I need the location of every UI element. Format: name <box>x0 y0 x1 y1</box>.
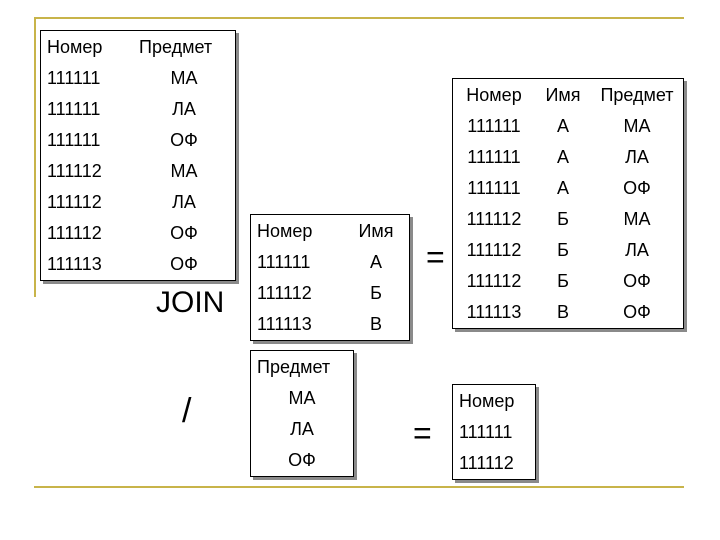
table-cell: А <box>556 116 569 136</box>
table-cell: МА <box>170 161 198 181</box>
table-header-row: Номер Предмет <box>41 31 236 64</box>
join-result-table: Номер Имя Предмет 111111 А МА 111111 А Л… <box>452 78 684 329</box>
table-row: 111111 А ЛА <box>453 142 684 173</box>
equals-sign: = <box>426 239 445 275</box>
table-cell: МА <box>623 209 651 229</box>
table-header-row: Номер <box>453 385 536 418</box>
table-row: ОФ <box>251 445 354 477</box>
table-cell: 111111 <box>467 116 521 136</box>
table-cell: 111113 <box>257 314 312 334</box>
table-row: 111112 Б <box>251 278 410 309</box>
table-cell: 111112 <box>47 192 102 212</box>
table-cell: А <box>556 147 569 167</box>
table-cell: 111112 <box>459 453 514 473</box>
table-row: 111112 <box>453 448 536 480</box>
table-cell: ОФ <box>623 271 651 291</box>
table-cell: ЛА <box>172 99 196 119</box>
division-operator-label: / <box>182 392 192 430</box>
header-cell: Предмет <box>139 36 213 57</box>
table-cell: 111111 <box>467 147 521 167</box>
table-row: 111111 МА <box>41 63 236 94</box>
table-cell: 111112 <box>466 240 522 260</box>
table-cell: ЛА <box>625 240 649 260</box>
table-cell: 111113 <box>47 254 102 274</box>
table-cell: 111112 <box>257 283 312 303</box>
header-cell: Номер <box>459 390 515 411</box>
table-cell: 111112 <box>47 223 102 243</box>
table-row: 111113 В ОФ <box>453 297 684 329</box>
top-rule <box>34 17 684 19</box>
table-header-row: Предмет <box>251 351 354 384</box>
table-cell: Б <box>557 209 569 229</box>
table-cell: ОФ <box>170 254 198 274</box>
table-row: 111113 ОФ <box>41 249 236 281</box>
table-cell: 111112 <box>466 209 522 229</box>
table-row: 111111 А <box>251 247 410 278</box>
table-row: 111111 А МА <box>453 111 684 142</box>
table-cell: ОФ <box>288 450 316 470</box>
table-cell: ЛА <box>625 147 649 167</box>
students-names-table: Номер Имя 111111 А 111112 Б 111113 В <box>250 214 410 341</box>
header-cell: Номер <box>257 220 313 241</box>
left-rule <box>34 17 36 297</box>
table-row: 111112 Б МА <box>453 204 684 235</box>
header-cell: Имя <box>545 84 581 105</box>
table-row: 111112 МА <box>41 156 236 187</box>
subjects-table: Предмет МА ЛА ОФ <box>250 350 354 477</box>
table-cell: ЛА <box>172 192 196 212</box>
table-cell: А <box>556 178 569 198</box>
table-row: 111111 ЛА <box>41 94 236 125</box>
table-row: 111111 ОФ <box>41 125 236 156</box>
table-cell: В <box>369 314 382 334</box>
table-cell: 111111 <box>467 178 521 198</box>
table-cell: ЛА <box>290 419 314 439</box>
table-cell: 111113 <box>466 302 522 322</box>
header-cell: Номер <box>466 84 522 105</box>
table-cell: ОФ <box>170 223 198 243</box>
table-header-row: Номер Имя <box>251 215 410 248</box>
table-cell: Б <box>370 283 382 303</box>
table-row: ЛА <box>251 414 354 445</box>
header-cell: Предмет <box>600 84 674 105</box>
table-row: 111112 ОФ <box>41 218 236 249</box>
table-row: 111112 Б ОФ <box>453 266 684 297</box>
table-cell: 111111 <box>47 99 101 119</box>
table-cell: МА <box>288 388 316 408</box>
join-operator-label: JOIN <box>156 286 225 319</box>
table-row: 111112 ЛА <box>41 187 236 218</box>
table-cell: 111111 <box>47 68 101 88</box>
table-cell: В <box>556 302 569 322</box>
table-cell: 111111 <box>47 130 101 150</box>
table-cell: Б <box>557 240 569 260</box>
table-cell: 111112 <box>47 161 102 181</box>
table-cell: 111111 <box>459 422 513 442</box>
header-cell: Предмет <box>257 356 331 377</box>
equals-sign: = <box>413 415 432 451</box>
table-row: 111111 А ОФ <box>453 173 684 204</box>
header-cell: Номер <box>47 36 103 57</box>
table-header-row: Номер Имя Предмет <box>453 79 684 112</box>
table-cell: МА <box>170 68 198 88</box>
table-cell: 111111 <box>257 252 311 272</box>
table-row: МА <box>251 383 354 414</box>
table-row: 111113 В <box>251 309 410 341</box>
students-subjects-table: Номер Предмет 111111 МА 111111 ЛА 111111… <box>40 30 236 281</box>
bottom-rule <box>34 486 684 488</box>
header-cell: Имя <box>358 220 394 241</box>
table-row: 111112 Б ЛА <box>453 235 684 266</box>
table-row: 111111 <box>453 417 536 448</box>
table-cell: 111112 <box>466 271 522 291</box>
table-cell: ОФ <box>170 130 198 150</box>
table-cell: ОФ <box>623 178 651 198</box>
table-cell: МА <box>623 116 651 136</box>
table-cell: ОФ <box>623 302 651 322</box>
division-result-table: Номер 111111 111112 <box>452 384 536 480</box>
table-cell: Б <box>557 271 569 291</box>
table-cell: А <box>369 252 382 272</box>
